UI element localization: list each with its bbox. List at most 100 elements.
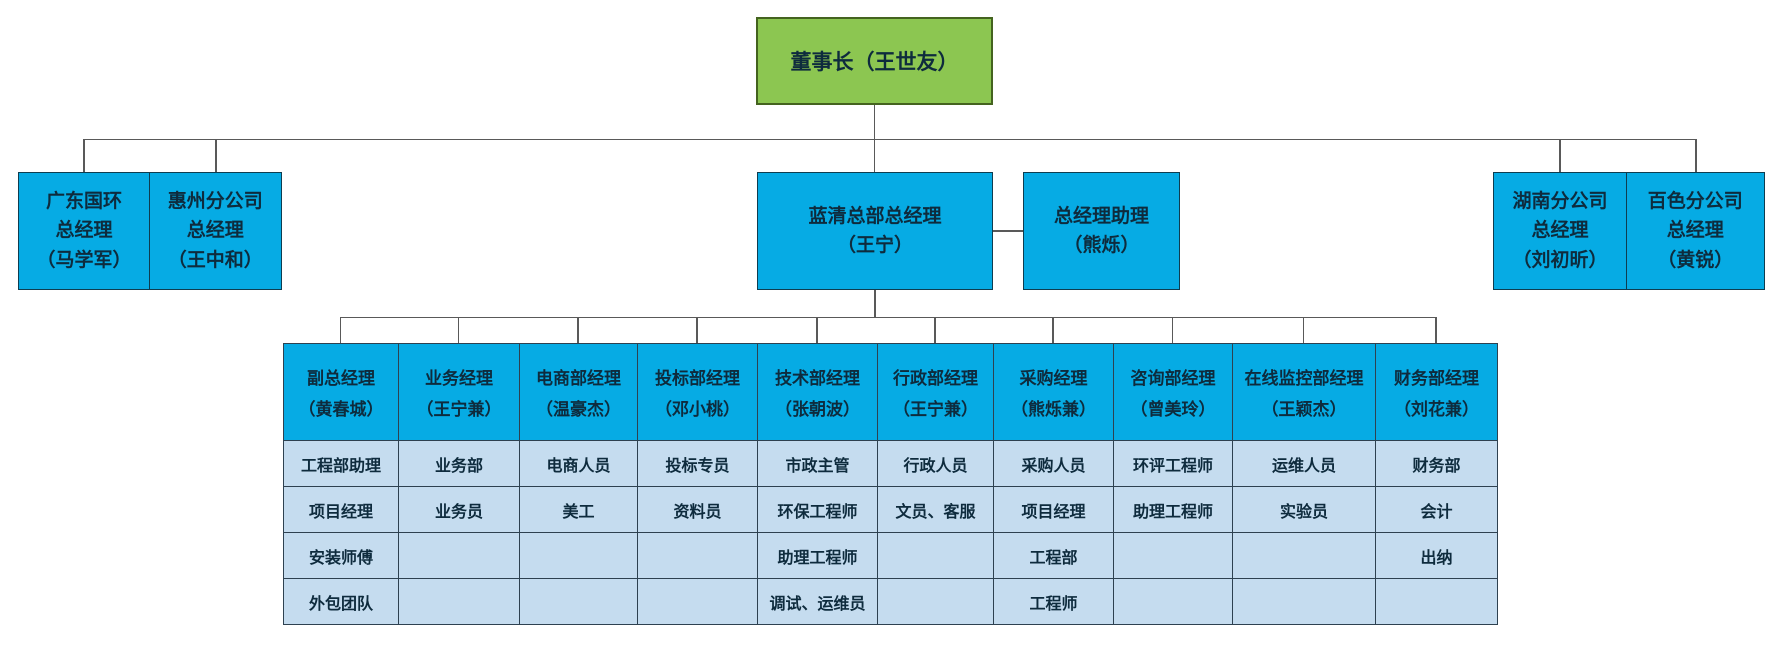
table-cell: 市政主管 — [758, 441, 878, 487]
column-header: 技术部经理 （张朝波） — [758, 344, 878, 441]
column-header: 电商部经理 （温豪杰） — [520, 344, 638, 441]
table-cell: 投标专员 — [638, 441, 758, 487]
column-title: 技术部经理 — [775, 369, 860, 388]
column-title: 在线监控部经理 — [1244, 369, 1364, 388]
org-column-3: 电商部经理 （温豪杰） 电商人员美工 — [520, 344, 638, 625]
table-cell: 调试、运维员 — [758, 579, 878, 625]
table-cell: 工程部 — [994, 533, 1114, 579]
connector-line — [215, 138, 217, 172]
table-cell: 资料员 — [638, 487, 758, 533]
table-cell: 助理工程师 — [758, 533, 878, 579]
connector-line — [934, 316, 936, 343]
column-title: 财务部经理 — [1394, 369, 1479, 388]
column-manager: （王宁兼） — [893, 400, 978, 419]
table-cell: 助理工程师 — [1114, 487, 1233, 533]
node-guangdong-guohuan-gm: 广东国环 总经理 （马学军） — [18, 172, 150, 290]
table-cell: 项目经理 — [994, 487, 1114, 533]
connector-line — [1171, 316, 1174, 343]
connector-line — [696, 316, 698, 343]
column-manager: （王宁兼） — [416, 400, 502, 419]
connector-line — [83, 138, 85, 172]
table-cell: 业务员 — [399, 487, 520, 533]
connector-line — [1302, 316, 1305, 343]
connector-line — [339, 316, 342, 343]
table-cell: 电商人员 — [520, 441, 638, 487]
node-gm-assistant: 总经理助理 （熊烁） — [1023, 172, 1180, 290]
column-manager: （黄春城） — [298, 400, 384, 419]
table-cell — [520, 533, 638, 579]
column-manager: （曾美玲） — [1130, 400, 1216, 419]
column-title: 行政部经理 — [893, 369, 978, 388]
node-baise-branch-gm: 百色分公司 总经理 （黄锐） — [1625, 172, 1765, 290]
table-cell: 实验员 — [1233, 487, 1376, 533]
org-column-2: 业务经理 （王宁兼） 业务部业务员 — [399, 344, 520, 625]
org-column-5: 技术部经理 （张朝波） 市政主管环保工程师助理工程师调试、运维员 — [758, 344, 878, 625]
table-cell — [399, 579, 520, 625]
table-cell: 工程部助理 — [284, 441, 399, 487]
table-cell: 出纳 — [1376, 533, 1498, 579]
column-header: 在线监控部经理 （王颖杰） — [1233, 344, 1376, 441]
column-manager: （温豪杰） — [536, 400, 621, 419]
column-header: 行政部经理 （王宁兼） — [878, 344, 994, 441]
node-hunan-branch-gm: 湖南分公司 总经理 （刘初昕） — [1493, 172, 1627, 290]
column-header: 副总经理 （黄春城） — [284, 344, 399, 441]
org-column-6: 行政部经理 （王宁兼） 行政人员文员、客服 — [878, 344, 994, 625]
connector-line — [84, 138, 1696, 140]
column-title: 咨询部经理 — [1130, 369, 1216, 388]
table-cell: 环保工程师 — [758, 487, 878, 533]
table-cell: 安装师傅 — [284, 533, 399, 579]
column-manager: （刘花兼） — [1394, 400, 1479, 419]
table-cell: 环评工程师 — [1114, 441, 1233, 487]
table-cell — [1114, 579, 1233, 625]
column-title: 投标部经理 — [655, 369, 740, 388]
column-title: 电商部经理 — [536, 369, 621, 388]
node-huizhou-branch-gm: 惠州分公司 总经理 （王中和） — [148, 172, 282, 290]
column-title: 采购经理 — [1019, 369, 1088, 388]
table-cell — [399, 533, 520, 579]
table-cell: 项目经理 — [284, 487, 399, 533]
table-cell — [1233, 533, 1376, 579]
connector-line — [1559, 138, 1561, 172]
org-column-4: 投标部经理 （邓小桃） 投标专员资料员 — [638, 344, 758, 625]
table-cell: 工程师 — [994, 579, 1114, 625]
column-header: 投标部经理 （邓小桃） — [638, 344, 758, 441]
column-title: 副总经理 — [307, 369, 375, 388]
table-cell: 美工 — [520, 487, 638, 533]
column-header: 采购经理 （熊烁兼） — [994, 344, 1114, 441]
connector-line — [1695, 138, 1697, 172]
table-cell — [1114, 533, 1233, 579]
org-column-8: 咨询部经理 （曾美玲） 环评工程师助理工程师 — [1114, 344, 1233, 625]
table-cell — [878, 533, 994, 579]
connector-line — [577, 316, 579, 343]
connector-line — [1435, 316, 1437, 343]
table-cell: 业务部 — [399, 441, 520, 487]
department-table: 副总经理（黄春城）工程部助理项目经理安装师傅外包团队业务经理（王宁兼）业务部业务… — [283, 343, 1498, 625]
connector-line — [340, 316, 1436, 318]
column-manager: （熊烁兼） — [1011, 400, 1096, 419]
table-cell: 外包团队 — [284, 579, 399, 625]
org-column-7: 采购经理（熊烁兼）采购人员项目经理工程部工程师 — [994, 344, 1114, 625]
column-manager: （邓小桃） — [655, 400, 740, 419]
table-cell — [520, 579, 638, 625]
column-header: 咨询部经理 （曾美玲） — [1114, 344, 1233, 441]
org-column-1: 副总经理 （黄春城） 工程部助理项目经理安装师傅外包团队 — [284, 344, 399, 625]
connector-line — [457, 316, 460, 343]
table-cell — [638, 579, 758, 625]
table-cell — [1376, 579, 1498, 625]
table-cell: 文员、客服 — [878, 487, 994, 533]
column-manager: （张朝波） — [775, 400, 860, 419]
column-header: 财务部经理 （刘花兼） — [1376, 344, 1498, 441]
table-cell: 财务部 — [1376, 441, 1498, 487]
column-title: 业务经理 — [425, 369, 493, 388]
column-header: 业务经理 （王宁兼） — [399, 344, 520, 441]
column-manager: （王颖杰） — [1261, 400, 1347, 419]
connector-line — [816, 316, 818, 343]
node-chairman: 董事长（王世友） — [756, 17, 993, 105]
table-cell: 行政人员 — [878, 441, 994, 487]
table-cell — [638, 533, 758, 579]
org-column-9: 在线监控部经理（王颖杰）运维人员实验员 — [1233, 344, 1376, 625]
node-lanqing-hq-gm: 蓝清总部总经理 （王宁） — [757, 172, 993, 290]
connector-line — [993, 230, 1023, 232]
table-cell: 会计 — [1376, 487, 1498, 533]
